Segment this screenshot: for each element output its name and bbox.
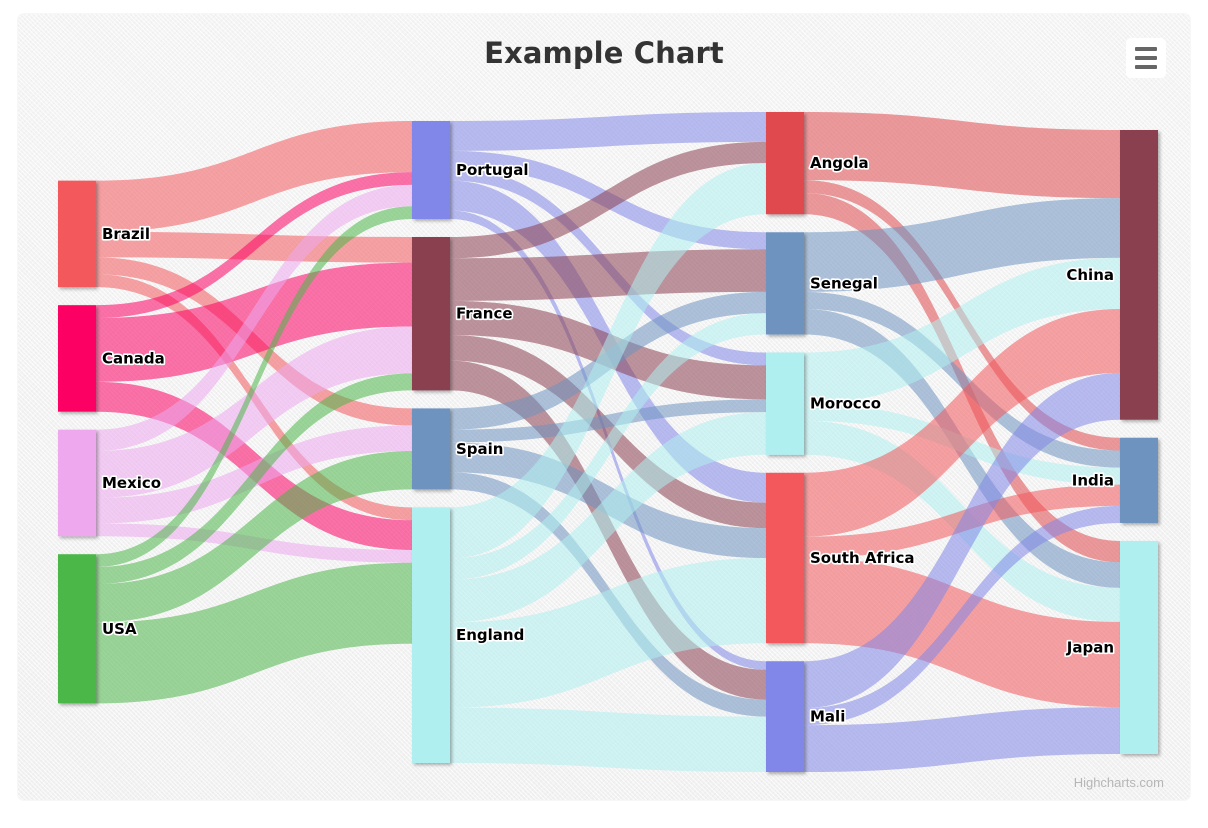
sankey-link[interactable]: England → Morocco: 10 (450, 412, 766, 623)
sankey-link[interactable]: South Africa → Japan: 20 (804, 558, 1120, 708)
sankey-node-england[interactable]: England (412, 507, 450, 763)
chart-frame: Brazil → Portugal: 12Brazil → France: 6B… (18, 14, 1190, 800)
sankey-link[interactable]: Angola → China: 16 (804, 112, 1120, 199)
menu-bar-middle (1135, 56, 1157, 60)
sankey-node-brazil[interactable]: Brazil (58, 180, 96, 288)
sankey-links-layer: Brazil → Portugal: 12Brazil → France: 6B… (96, 112, 1120, 772)
sankey-link[interactable]: England → Senegal: 5 (450, 313, 766, 580)
sankey-link[interactable]: Canada → Portugal: 3 (96, 172, 412, 318)
sankey-link[interactable]: South Africa → China: 15 (804, 308, 1120, 537)
sankey-node-mexico[interactable]: Mexico (58, 429, 96, 537)
sankey-link[interactable]: England → Angola: 12 (450, 163, 766, 559)
sankey-link[interactable]: Mali → China: 11 (804, 372, 1120, 709)
sankey-node-south-africa[interactable]: South Africa (766, 472, 804, 644)
sankey-node-india[interactable]: India (1120, 437, 1158, 523)
sankey-link[interactable]: France → South Africa: 6 (450, 335, 766, 529)
sankey-link[interactable]: France → Senegal: 10 (450, 249, 766, 301)
sankey-node-senegal[interactable]: Senegal (766, 232, 804, 335)
sankey-link[interactable]: England → Mali: 13 (450, 707, 766, 772)
menu-bar-top (1135, 47, 1157, 51)
sankey-link[interactable]: USA → France: 4 (96, 373, 412, 585)
sankey-diagram[interactable]: Brazil → Portugal: 12Brazil → France: 6B… (18, 14, 1190, 800)
sankey-node-china[interactable]: China (1120, 130, 1158, 420)
sankey-node-portugal[interactable]: Portugal (412, 121, 450, 219)
sankey-node-canada[interactable]: Canada (58, 305, 96, 412)
sankey-link[interactable]: Mali → India: 4 (804, 505, 1120, 726)
sankey-link[interactable]: Brazil → Portugal: 12 (96, 121, 412, 232)
menu-bar-bottom (1135, 65, 1157, 69)
sankey-link[interactable]: Mexico → Portugal: 5 (96, 184, 412, 451)
sankey-node-morocco[interactable]: Morocco (766, 352, 804, 455)
sankey-nodes-layer: BrazilCanadaMexicoUSAPortugalFranceSpain… (58, 112, 1158, 772)
sankey-link[interactable]: Mali → Japan: 11 (804, 707, 1120, 772)
sankey-node-france[interactable]: France (412, 237, 450, 391)
sankey-link[interactable]: USA → Portugal: 3 (96, 206, 412, 567)
sankey-link[interactable]: Morocco → China: 12 (804, 257, 1120, 404)
sankey-link[interactable]: Senegal → China: 14 (804, 198, 1120, 292)
sankey-node-usa[interactable]: USA (58, 554, 96, 704)
sankey-node-spain[interactable]: Spain (412, 408, 450, 490)
sankey-link[interactable]: Senegal → India: 4 (804, 291, 1120, 468)
sankey-node-angola[interactable]: Angola (766, 112, 804, 215)
hamburger-menu-icon[interactable] (1126, 38, 1166, 78)
sankey-link[interactable]: France → Angola: 5 (450, 141, 766, 259)
sankey-link[interactable]: Spain → Morocco: 3 (450, 399, 766, 443)
sankey-link[interactable]: Portugal → Angola: 7 (450, 112, 766, 151)
sankey-node-mali[interactable]: Mali (766, 661, 804, 772)
page-title: Example Chart (484, 36, 724, 70)
sankey-link[interactable]: Mexico → France: 11 (96, 326, 412, 498)
sankey-link[interactable]: USA → Spain: 9 (96, 451, 412, 623)
sankey-link[interactable]: England → South Africa: 20 (450, 558, 766, 708)
sankey-link[interactable]: USA → England: 19 (96, 562, 412, 704)
sankey-node-japan[interactable]: Japan (1120, 540, 1158, 754)
credits-link[interactable]: Highcharts.com (1073, 775, 1164, 790)
